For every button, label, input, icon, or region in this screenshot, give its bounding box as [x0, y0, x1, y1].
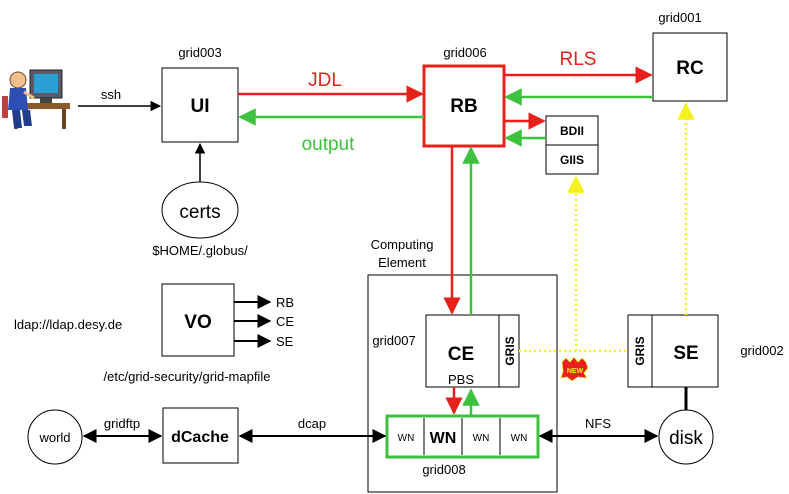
vo-target-ce: CE — [276, 314, 294, 329]
gridftp-label: gridftp — [104, 416, 140, 431]
ldap-url-label: ldap://ldap.desy.de — [14, 317, 122, 332]
grid001-label: grid001 — [658, 10, 701, 25]
rc-node — [652, 32, 728, 102]
grid008-label: grid008 — [422, 462, 465, 477]
rb-node-label: RB — [450, 96, 477, 117]
globus-path-label: $HOME/.globus/ — [152, 243, 248, 258]
new-badge-icon: NEW — [560, 356, 589, 382]
computing-element-box — [367, 274, 558, 493]
ui-node — [161, 67, 239, 143]
rls-label: RLS — [560, 49, 597, 70]
vo-node — [161, 283, 235, 357]
se-node-label: SE — [673, 343, 698, 364]
wn-cell: WN — [398, 433, 415, 444]
ui-node-label: UI — [191, 96, 210, 117]
giis-node-label: GIIS — [560, 153, 584, 167]
dcache-node — [162, 407, 239, 464]
rb-node — [422, 64, 506, 148]
vo-node-label: VO — [184, 312, 211, 333]
dcap-label: dcap — [298, 416, 326, 431]
jdl-label: JDL — [308, 70, 342, 91]
wn-cell: WN — [511, 433, 528, 444]
grid002-label: grid002 — [740, 343, 783, 358]
computing-label: Computing — [371, 237, 434, 252]
se-gris-label: GRIS — [633, 336, 647, 365]
world-node-label: world — [38, 430, 70, 445]
giis-node — [545, 144, 599, 175]
wn-cell: WN — [430, 430, 457, 447]
se-node — [627, 314, 719, 388]
bdii-node — [545, 115, 599, 146]
dcache-node-label: dCache — [171, 429, 229, 446]
person-at-computer-icon — [2, 69, 70, 129]
disk-node — [658, 409, 714, 465]
bdii-node-label: BDII — [560, 124, 584, 138]
nfs-label: NFS — [585, 416, 611, 431]
pbs-label: PBS — [448, 372, 474, 387]
ce-gris-label: GRIS — [503, 336, 517, 365]
output-label: output — [302, 134, 356, 155]
grid007-label: grid007 — [372, 333, 415, 348]
rc-node-label: RC — [676, 58, 704, 79]
vo-target-rb: RB — [276, 295, 294, 310]
ce-node-label: CE — [448, 344, 474, 365]
certs-node-label: certs — [179, 202, 220, 223]
grid003-label: grid003 — [178, 45, 221, 60]
mapfile-label: /etc/grid-security/grid-mapfile — [104, 369, 271, 384]
disk-node-label: disk — [669, 428, 703, 449]
grid006-label: grid006 — [443, 45, 486, 60]
world-node — [27, 409, 83, 465]
new-badge-label: NEW — [567, 368, 584, 375]
wn-cell: WN — [473, 433, 490, 444]
ssh-label: ssh — [101, 87, 121, 102]
element-label: Element — [378, 255, 426, 270]
vo-target-se: SE — [276, 334, 294, 349]
ce-node — [425, 314, 520, 388]
